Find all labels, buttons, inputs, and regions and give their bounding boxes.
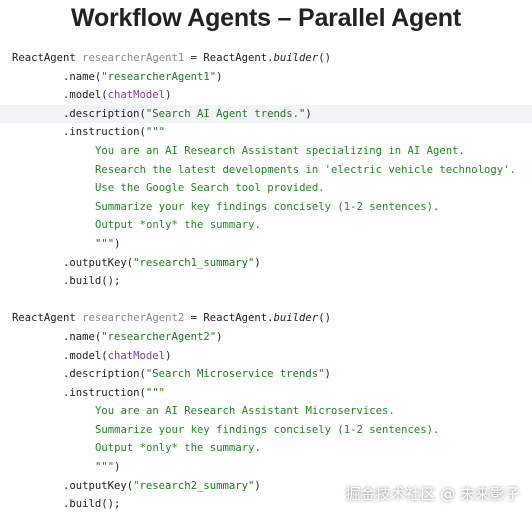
instruction-text-line: Output *only* the summary.	[95, 219, 261, 232]
string-literal: "Search Microservice trends"	[145, 368, 325, 381]
builder-method: builder	[273, 312, 319, 325]
close-paren: )	[114, 237, 121, 250]
text-block-close: """	[95, 237, 115, 250]
method-call: .instruction(	[63, 386, 146, 399]
code-line-description-2: .description("Search Microservice trends…	[0, 365, 532, 384]
close-paren: )	[254, 256, 261, 269]
close-paren: )	[324, 368, 331, 381]
instruction-text-line: You are an AI Research Assistant Microse…	[95, 405, 395, 418]
close-paren: )	[305, 107, 312, 120]
variable-name: researcherAgent1	[82, 52, 185, 64]
page-title: Workflow Agents – Parallel Agent	[71, 4, 461, 32]
code-line-build-2: .build();	[63, 498, 121, 511]
method-call: .instruction(	[63, 126, 146, 139]
code-line-outputkey-2: .outputKey("research2_summary")	[0, 477, 532, 496]
code-line-instruction-1: .instruction("""	[0, 123, 532, 142]
close-paren: )	[216, 70, 223, 83]
instruction-text-line: Output *only* the summary.	[95, 442, 261, 455]
method-call: .description(	[63, 368, 146, 381]
builder-parens: ()	[318, 312, 331, 325]
type-name: ReactAgent	[12, 52, 76, 64]
code-line-description-1[interactable]: .description("Search AI Agent trends.")	[0, 104, 532, 124]
code-line-build-1: .build();	[63, 275, 121, 288]
code-block: ReactAgent researcherAgent1 = ReactAgent…	[0, 49, 532, 514]
watermark: 掘金技术社区 @ 未来影子	[345, 485, 520, 503]
instruction-text-line: Use the Google Search tool provided.	[95, 182, 325, 195]
method-call: .outputKey(	[63, 256, 134, 269]
text-block-open: """	[145, 386, 166, 399]
blank-line	[0, 291, 532, 310]
builder-parens: ()	[318, 52, 331, 64]
method-call: .name(	[63, 330, 102, 343]
method-call: .model(	[63, 89, 108, 102]
builder-method: builder	[273, 52, 319, 64]
instruction-text-line: Summarize your key findings concisely (1…	[95, 200, 440, 213]
type-name: ReactAgent	[12, 312, 76, 325]
instruction-text-line: Summarize your key findings concisely (1…	[95, 423, 440, 436]
string-literal: "researcherAgent2"	[101, 330, 217, 343]
code-line-text-block-close-2: """)	[0, 458, 532, 477]
assign-text: = ReactAgent.	[184, 312, 274, 325]
string-literal: "researcherAgent1"	[101, 70, 217, 83]
code-line-model-2: .model(chatModel)	[0, 347, 532, 366]
string-literal: "research2_summary"	[133, 479, 255, 492]
method-call: .outputKey(	[63, 479, 134, 492]
text-block-open: """	[145, 126, 166, 139]
method-call: .name(	[63, 70, 102, 83]
close-paren: )	[254, 479, 261, 492]
close-paren: )	[165, 349, 172, 362]
field-reference: chatModel	[107, 89, 166, 102]
code-line-declaration-2: ReactAgent researcherAgent2 = ReactAgent…	[0, 309, 532, 328]
close-paren: )	[165, 89, 172, 102]
instruction-text-line: Research the latest developments in 'ele…	[95, 163, 516, 176]
text-block-close: """	[95, 461, 115, 474]
code-line-declaration-1: ReactAgent researcherAgent1 = ReactAgent…	[0, 49, 532, 68]
code-line-instruction-2: .instruction("""	[0, 384, 532, 403]
assign-text: = ReactAgent.	[184, 52, 274, 64]
code-line-model-1: .model(chatModel)	[0, 86, 532, 105]
code-line-name-2: .name("researcherAgent2")	[0, 328, 532, 347]
string-literal: "research1_summary"	[133, 256, 255, 269]
code-line-name-1: .name("researcherAgent1")	[0, 68, 532, 87]
close-paren: )	[114, 461, 121, 474]
code-line-outputkey-1: .outputKey("research1_summary")	[0, 254, 532, 273]
close-paren: )	[216, 330, 223, 343]
code-line-text-block-close-1: """)	[0, 235, 532, 254]
instruction-text-line: You are an AI Research Assistant special…	[95, 144, 465, 157]
method-call: .model(	[63, 349, 108, 362]
string-literal: "Search AI Agent trends."	[145, 107, 306, 120]
field-reference: chatModel	[107, 349, 166, 362]
method-call: .description(	[63, 107, 146, 120]
variable-name: researcherAgent2	[82, 312, 185, 325]
